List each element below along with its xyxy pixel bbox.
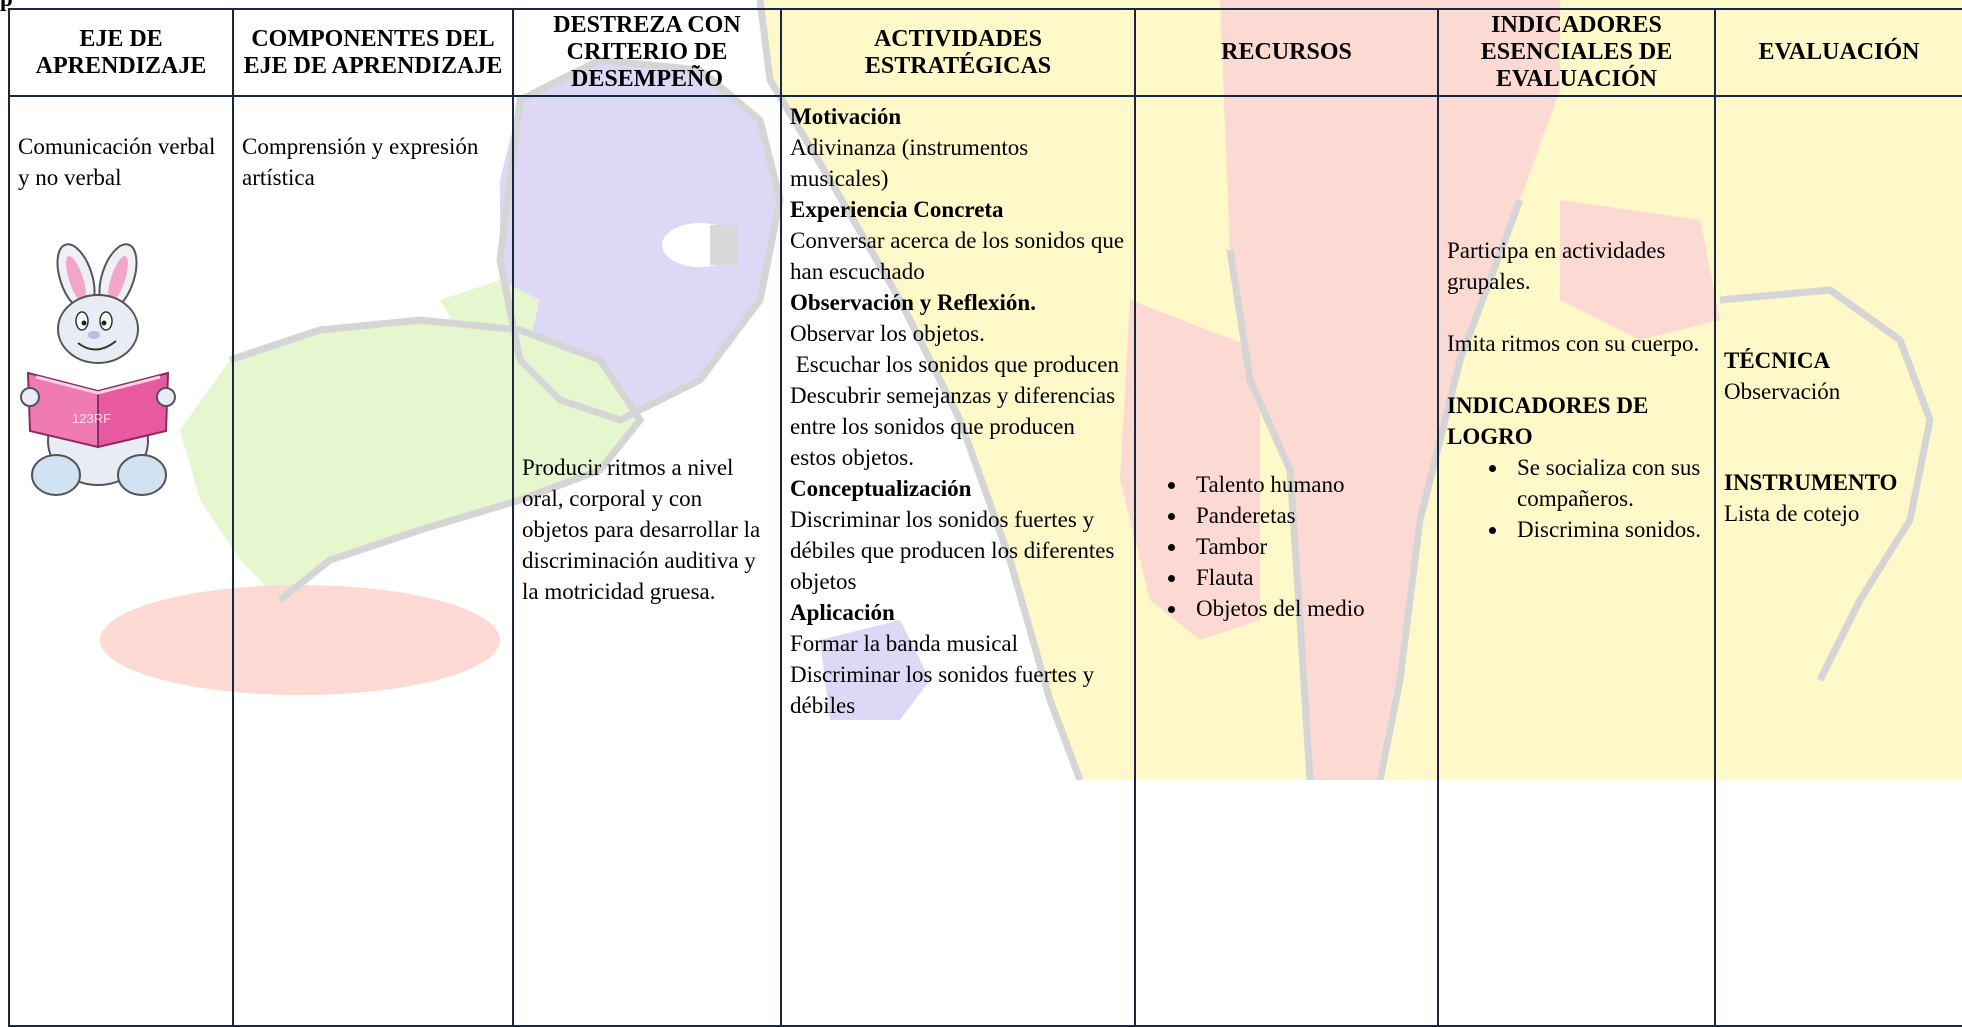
header-destreza: DESTREZA CON CRITERIO DE DESEMPEÑO: [512, 8, 782, 97]
actividad-title-motivacion: Motivación: [790, 104, 902, 129]
watermark-text: 123RF: [72, 411, 111, 426]
list-item: Objetos del medio: [1188, 593, 1429, 624]
page-top-cut-text: p: [0, 0, 13, 12]
actividad-line: Formar la banda musical: [790, 631, 1019, 656]
table-row: Comunicación verbal y no verbal: [8, 95, 1962, 1027]
header-eje: EJE DE APRENDIZAJE: [8, 8, 234, 97]
header-componentes: COMPONENTES DEL EJE DE APRENDIZAJE: [232, 8, 514, 97]
eje-text: Comunicación verbal y no verbal: [18, 134, 216, 190]
instrumento-value: Lista de cotejo: [1724, 501, 1860, 526]
componente-text: Comprensión y expresión artística: [242, 134, 479, 190]
actividad-line: Escuchar los sonidos que producen: [790, 352, 1119, 377]
list-item: Talento humano: [1188, 469, 1429, 500]
actividad-line: Descubrir semejanzas y diferencias entre…: [790, 383, 1116, 470]
actividad-title-experiencia: Experiencia Concreta: [790, 197, 1004, 222]
list-item: Discrimina sonidos.: [1509, 514, 1706, 545]
actividad-line: Discriminar los sonidos fuertes y débile…: [790, 662, 1095, 718]
recursos-list: Talento humano Panderetas Tambor Flauta …: [1144, 469, 1429, 624]
actividad-title-observacion: Observación y Reflexión.: [790, 290, 1036, 315]
cell-evaluacion: TÉCNICA Observación INSTRUMENTO Lista de…: [1714, 95, 1962, 1027]
cell-indicadores: Participa en actividades grupales. Imita…: [1437, 95, 1716, 1027]
tecnica-title: TÉCNICA: [1724, 348, 1831, 373]
actividad-line: Adivinanza (instrumentos musicales): [790, 135, 1029, 191]
header-indicadores: INDICADORES ESENCIALES DE EVALUACIÓN: [1437, 8, 1716, 97]
cell-destreza: Producir ritmos a nivel oral, corporal y…: [512, 95, 782, 1027]
cell-eje: Comunicación verbal y no verbal: [8, 95, 234, 1027]
header-evaluacion: EVALUACIÓN: [1714, 8, 1962, 97]
tecnica-value: Observación: [1724, 379, 1841, 404]
header-recursos: RECURSOS: [1134, 8, 1439, 97]
destreza-text: Producir ritmos a nivel oral, corporal y…: [522, 454, 761, 604]
list-item: Flauta: [1188, 562, 1429, 593]
indicadores-logro-title: INDICADORES DE LOGRO: [1447, 393, 1649, 449]
actividad-title-aplicacion: Aplicación: [790, 600, 895, 625]
actividad-title-conceptualizacion: Conceptualización: [790, 476, 972, 501]
list-item: Panderetas: [1188, 500, 1429, 531]
logro-list: Se socializa con sus compañeros. Discrim…: [1447, 452, 1706, 545]
list-item: Se socializa con sus compañeros.: [1509, 452, 1706, 514]
actividad-line: Discriminar los sonidos fuertes y débile…: [790, 507, 1115, 594]
actividad-line: Conversar acerca de los sonidos que han …: [790, 228, 1125, 284]
instrumento-title: INSTRUMENTO: [1724, 470, 1898, 495]
bunny-reading-book-illustration: 123RF: [20, 243, 176, 496]
cell-recursos: Talento humano Panderetas Tambor Flauta …: [1134, 95, 1439, 1027]
list-item: Tambor: [1188, 531, 1429, 562]
indicador-line-1: Participa en actividades grupales.: [1447, 238, 1666, 294]
table-header-row: EJE DE APRENDIZAJE COMPONENTES DEL EJE D…: [8, 8, 1962, 97]
header-actividades: ACTIVIDADES ESTRATÉGICAS: [780, 8, 1136, 97]
cell-componente: Comprensión y expresión artística: [232, 95, 514, 1027]
indicador-line-2: Imita ritmos con su cuerpo.: [1447, 331, 1700, 356]
actividad-line: Observar los objetos.: [790, 321, 985, 346]
planning-table: EJE DE APRENDIZAJE COMPONENTES DEL EJE D…: [8, 8, 1962, 1027]
cell-actividades: Motivación Adivinanza (instrumentos musi…: [780, 95, 1136, 1027]
